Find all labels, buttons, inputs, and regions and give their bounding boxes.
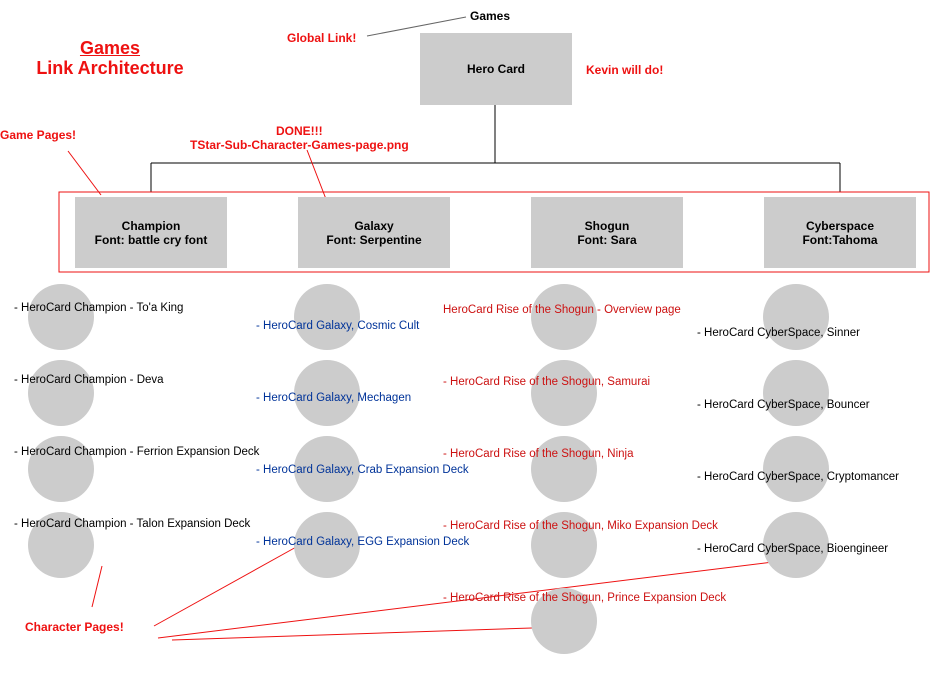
character-node — [294, 512, 360, 578]
character-node — [28, 512, 94, 578]
done-note-line-2: TStar-Sub-Character-Games-page.png — [190, 138, 409, 152]
game-node-shogun: Shogun Font: Sara — [531, 197, 683, 268]
character-node — [28, 360, 94, 426]
character-item-galaxy: - HeroCard Galaxy, EGG Expansion Deck — [256, 536, 470, 548]
character-item-shogun: - HeroCard Rise of the Shogun, Miko Expa… — [443, 520, 718, 532]
game-node-cyberspace: Cyberspace Font:Tahoma — [764, 197, 916, 268]
character-item-shogun: - HeroCard Rise of the Shogun, Prince Ex… — [443, 592, 727, 604]
game-name: Galaxy — [354, 218, 394, 233]
game-font: Font: Serpentine — [326, 232, 422, 247]
character-item-galaxy: - HeroCard Galaxy, Mechagen — [256, 392, 412, 404]
pointer-char-1 — [91, 565, 103, 608]
character-node — [763, 284, 829, 350]
game-name: Cyberspace — [805, 219, 875, 233]
character-item-galaxy: - HeroCard Galaxy, Cosmic Cult — [256, 320, 420, 332]
game-name: Champion — [121, 218, 181, 233]
game-pages-frame — [58, 191, 930, 273]
hero-card-label: Hero Card — [466, 62, 525, 76]
character-item-shogun: - HeroCard Rise of the Shogun, Ninja — [443, 448, 634, 460]
game-name: Shogun — [584, 219, 630, 233]
character-node — [28, 284, 94, 350]
character-node — [294, 284, 360, 350]
game-pages-note: Game Pages! — [0, 128, 77, 142]
character-item-galaxy: - HeroCard Galaxy, Crab Expansion Deck — [256, 464, 469, 476]
done-note-line-1: DONE!!! — [276, 124, 323, 138]
connector-games-root — [366, 16, 467, 37]
character-item-cyberspace: - HeroCard CyberSpace, Bioengineer — [697, 543, 889, 555]
pointer-char-4 — [171, 627, 533, 641]
character-item-shogun: HeroCard Rise of the Shogun - Overview p… — [443, 304, 681, 316]
character-item-champion: - HeroCard Champion - Talon Expansion De… — [14, 518, 251, 530]
pointer-char-2 — [153, 545, 299, 627]
character-node — [531, 360, 597, 426]
game-node-galaxy: Galaxy Font: Serpentine — [298, 197, 450, 268]
game-font: Font:Tahoma — [802, 233, 878, 247]
character-item-cyberspace: - HeroCard CyberSpace, Cryptomancer — [697, 471, 899, 483]
character-node — [763, 512, 829, 578]
game-font: Font: Sara — [577, 233, 637, 247]
character-item-champion: - HeroCard Champion - To'a King — [14, 302, 184, 314]
games-root-label: Games — [470, 9, 511, 23]
character-node — [531, 588, 597, 654]
character-node — [531, 284, 597, 350]
done-note: DONE!!! TStar-Sub-Character-Games-page.p… — [190, 124, 409, 152]
hero-card-note: Kevin will do! — [586, 63, 664, 77]
title-line-2: Link Architecture — [36, 58, 184, 78]
character-pages-note: Character Pages! — [25, 620, 124, 634]
hero-card-node: Hero Card — [420, 33, 572, 105]
pointer-char-3 — [157, 561, 774, 639]
game-font: Font: battle cry font — [94, 232, 208, 247]
character-item-cyberspace: - HeroCard CyberSpace, Bouncer — [697, 399, 870, 411]
character-item-champion: - HeroCard Champion - Ferrion Expansion … — [14, 446, 260, 458]
diagram-title: Games Link Architecture — [20, 38, 200, 78]
character-node — [28, 436, 94, 502]
character-node — [294, 360, 360, 426]
character-node — [763, 436, 829, 502]
pointer-game-pages — [67, 150, 102, 196]
title-line-1: Games — [79, 38, 141, 58]
game-node-champion: Champion Font: battle cry font — [75, 197, 227, 268]
character-node — [294, 436, 360, 502]
global-link-note: Global Link! — [287, 31, 357, 45]
character-node — [531, 436, 597, 502]
character-item-shogun: - HeroCard Rise of the Shogun, Samurai — [443, 376, 651, 388]
character-item-cyberspace: - HeroCard CyberSpace, Sinner — [697, 327, 860, 339]
character-node — [763, 360, 829, 426]
character-item-champion: - HeroCard Champion - Deva — [14, 374, 164, 386]
character-node — [531, 512, 597, 578]
